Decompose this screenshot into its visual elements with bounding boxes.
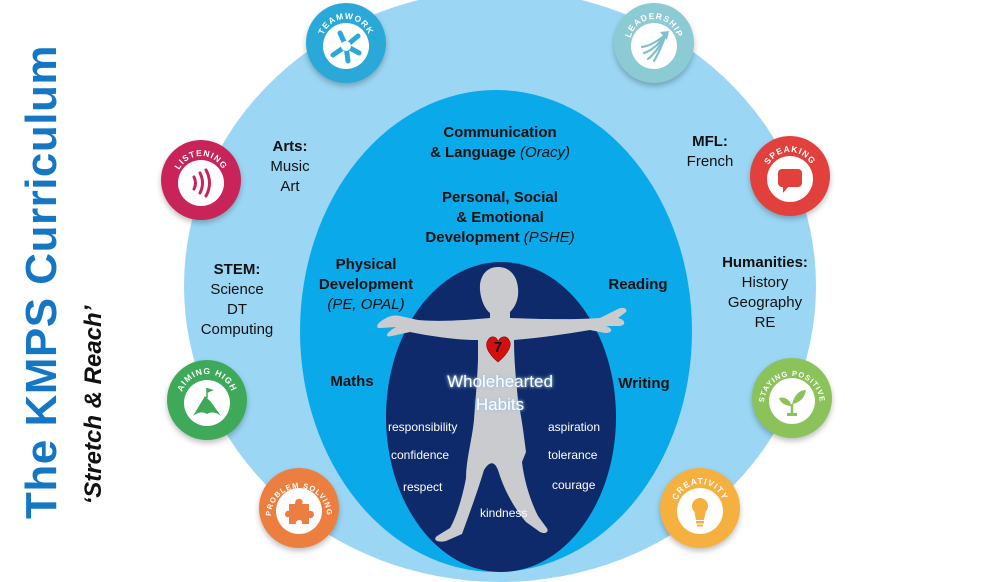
pshe-line2: & Emotional <box>456 209 544 226</box>
mountain-flag-icon <box>193 388 221 416</box>
badge-speaking: SPEAKING <box>750 136 830 216</box>
badge-leadership: LEADERSHIP <box>614 3 694 83</box>
habit-tolerance: tolerance <box>548 448 598 462</box>
area-communication-language: Communication & Language (Oracy) <box>410 123 590 163</box>
subject-item: Science <box>210 281 264 298</box>
habit-aspiration: aspiration <box>548 420 601 434</box>
habit-respect: respect <box>403 480 443 494</box>
speech-bubble-icon <box>778 169 802 193</box>
subject-item: Geography <box>727 294 803 311</box>
habit-confidence: confidence <box>391 448 450 462</box>
area-maths: Maths <box>330 373 374 390</box>
wholehearted-title-line1: Wholehearted <box>447 372 553 391</box>
sound-waves-icon <box>192 168 211 198</box>
communication-note: (Oracy) <box>520 144 570 161</box>
curriculum-diagram: The KMPS Curriculum ‘Stretch & Reach’ 7 … <box>0 0 832 582</box>
area-physical-development: Physical Development (PE, OPAL) <box>306 255 426 315</box>
habit-courage: courage <box>552 478 596 492</box>
subject-item: History <box>741 274 789 291</box>
physical-note: (PE, OPAL) <box>327 296 405 313</box>
subject-item: RE <box>754 314 776 331</box>
badge-problem-solving: PROBLEM SOLVING <box>259 468 339 548</box>
area-pshe: Personal, Social & Emotional Development… <box>405 188 595 248</box>
wholehearted-title-line2: Habits <box>475 395 525 414</box>
subject-item: Computing <box>200 321 274 338</box>
habit-responsibility: responsibility <box>388 420 458 434</box>
main-title: The KMPS Curriculum <box>17 45 66 519</box>
pshe-line1: Personal, Social <box>442 189 558 206</box>
teamwork-icon <box>330 30 362 64</box>
lightbulb-icon <box>692 498 708 527</box>
physical-line2: Development <box>318 276 414 293</box>
subject-arts: Arts: Music Art <box>250 137 330 197</box>
badge-creativity: CREATIVITY <box>660 468 740 548</box>
physical-line1: Physical <box>335 256 397 273</box>
sprout-icon <box>779 390 806 416</box>
badge-aiming-high: AIMING HIGH <box>167 360 247 440</box>
subject-item: DT <box>227 301 247 318</box>
communication-line1: Communication <box>443 124 557 141</box>
subject-item: Art <box>280 178 300 195</box>
badge-listening: LISTENING <box>161 140 241 220</box>
title-block: The KMPS Curriculum ‘Stretch & Reach’ <box>0 0 130 563</box>
subject-item: French <box>686 153 734 170</box>
puzzle-piece-icon <box>285 498 314 524</box>
subject-item: Music <box>270 158 310 175</box>
habit-kindness: kindness <box>480 506 528 520</box>
subtitle: ‘Stretch & Reach’ <box>80 305 107 505</box>
area-writing: Writing <box>618 375 670 392</box>
leadership-arrow-icon <box>640 31 669 63</box>
pshe-note: (PSHE) <box>523 229 575 246</box>
subject-humanities: Humanities: History Geography RE <box>710 253 820 333</box>
habits-count: 7 <box>493 339 503 356</box>
subject-mfl: MFL: French <box>670 132 750 172</box>
subject-stem: STEM: Science DT Computing <box>187 260 287 340</box>
communication-line2: & Language <box>429 144 516 161</box>
badge-teamwork: TEAMWORK <box>306 3 386 83</box>
area-reading: Reading <box>608 276 668 293</box>
wholehearted-habits-title: Wholehearted Habits <box>420 370 580 416</box>
pshe-line3: Development <box>425 229 520 246</box>
badge-staying-positive: STAYING POSITIVE <box>752 358 832 438</box>
